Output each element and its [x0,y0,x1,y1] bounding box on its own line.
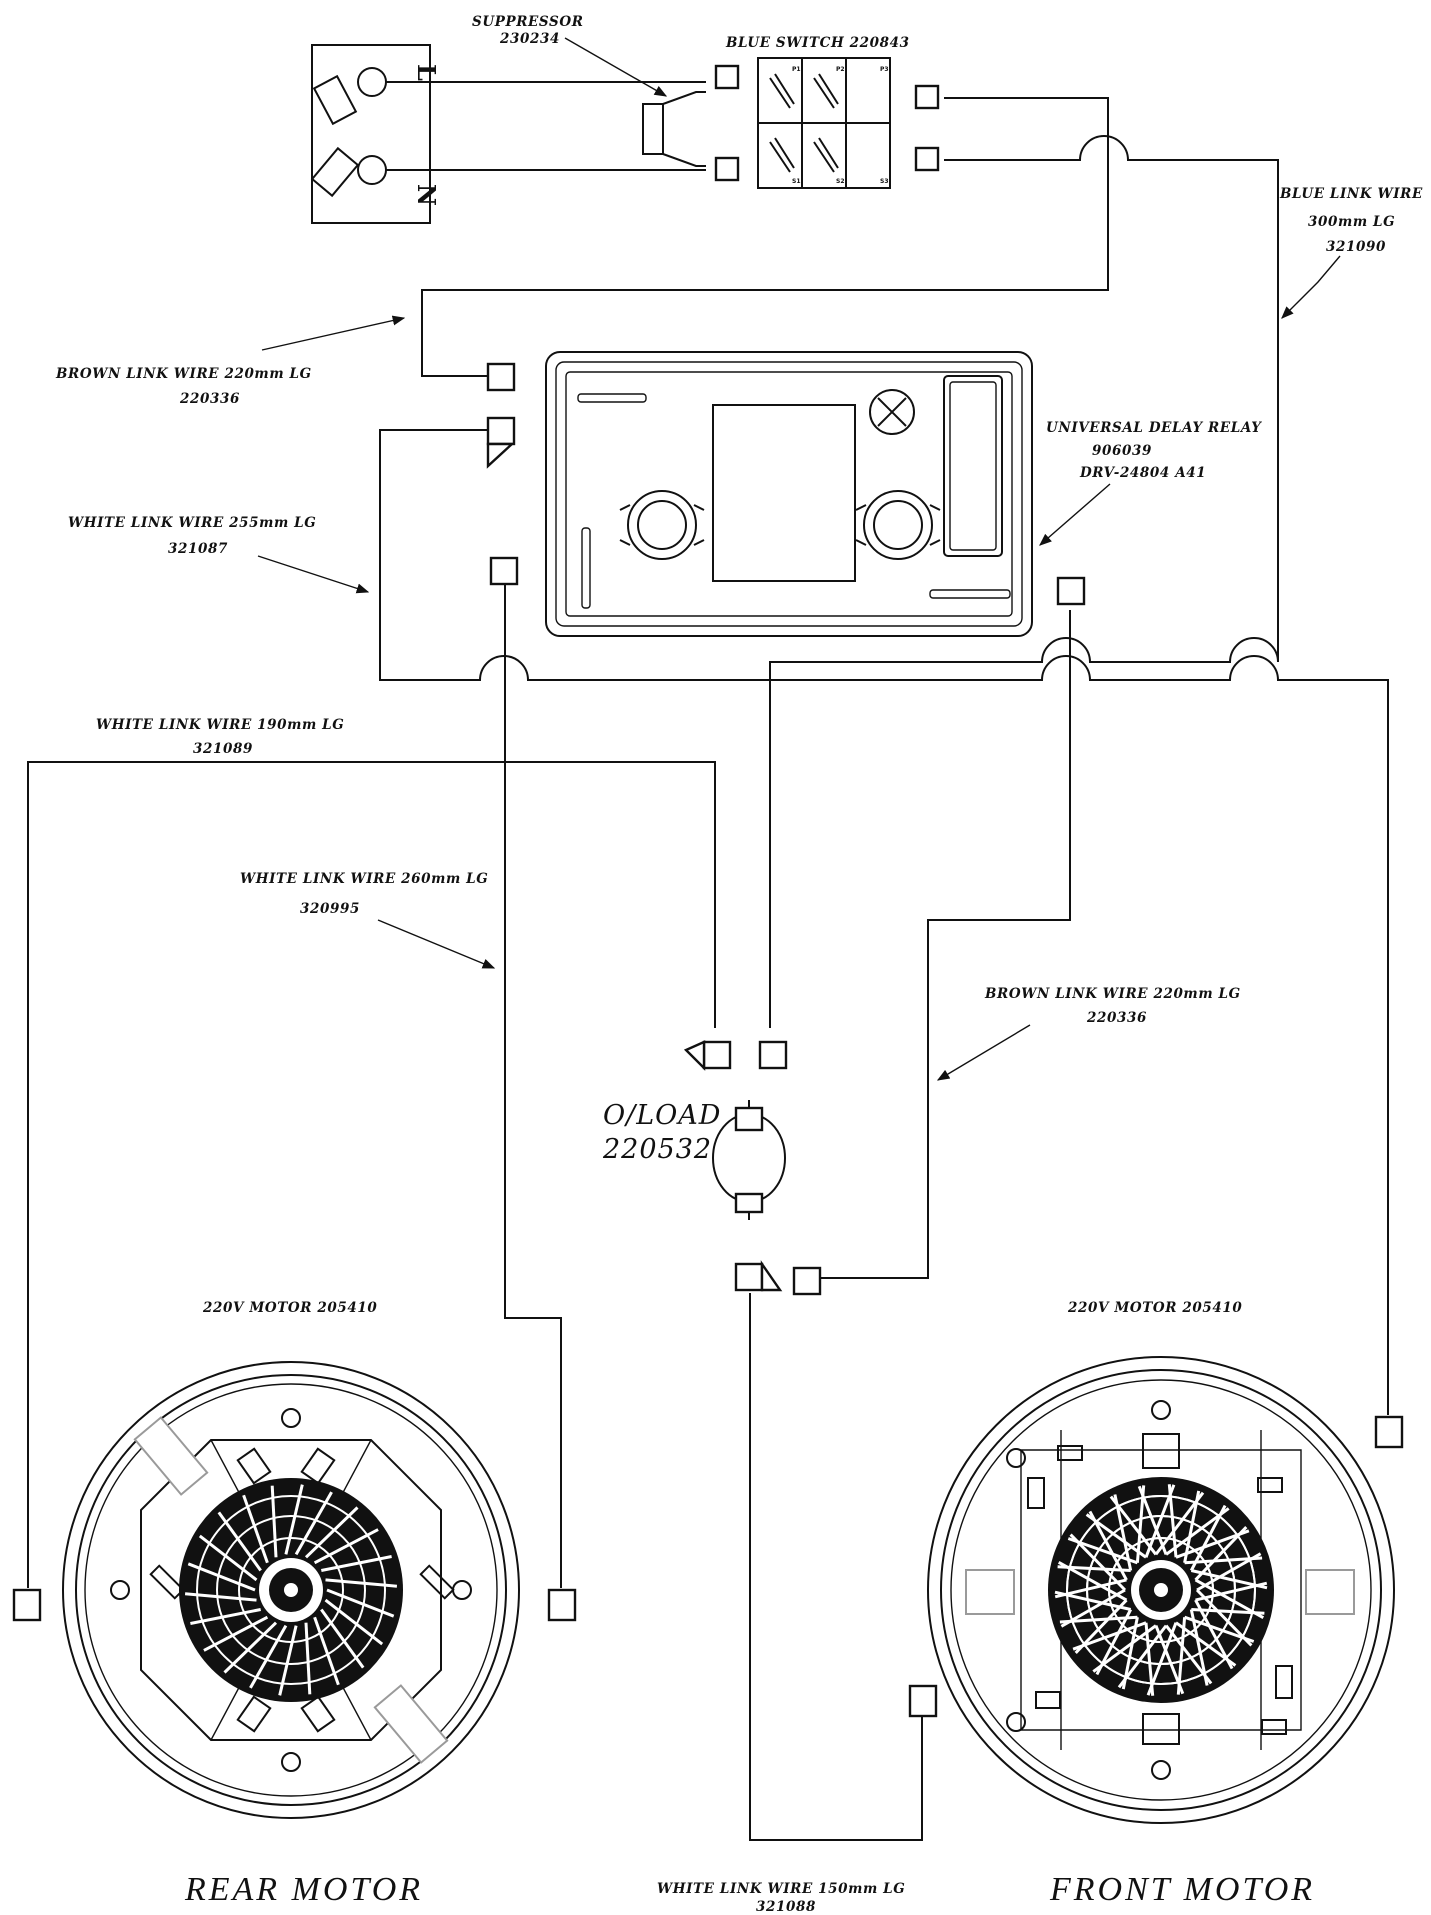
fan-ring [216,1515,366,1665]
terminals [12,64,1404,1718]
brown-link-wire-mid-label: BROWN LINK WIRE 220mm LG 220336 [984,986,1241,1026]
switch-terminal-s3: S3 [880,178,889,185]
delay-relay-arrow [1039,483,1111,546]
svg-text:906039: 906039 [1092,443,1152,459]
svg-text:UNIVERSAL DELAY RELAY: UNIVERSAL DELAY RELAY [1046,420,1262,436]
svg-text:300mm LG: 300mm LG [1308,214,1395,230]
svg-text:321088: 321088 [756,1899,816,1915]
blue-switch-label: BLUE SWITCH 220843 [725,35,910,51]
white-wire-150-label: WHITE LINK WIRE 150mm LG 321088 [657,1881,905,1915]
brown-link-wire-top-label: BROWN LINK WIRE 220mm LG 220336 [55,366,312,407]
fan-ring [196,1495,386,1685]
white-wire-260-label: WHITE LINK WIRE 260mm LG 320995 [240,871,488,917]
svg-text:230234: 230234 [499,31,560,47]
live-label: L [412,64,441,81]
fan-ring [1108,1537,1214,1643]
neutral-label: N [412,184,441,206]
svg-text:WHITE LINK WIRE 150mm LG: WHITE LINK WIRE 150mm LG [657,1881,905,1897]
svg-text:DRV-24804 A41: DRV-24804 A41 [1079,465,1206,481]
fan-ring [1086,1515,1236,1665]
svg-text:SUPPRESSOR: SUPPRESSOR [472,14,584,30]
brown-link-wire-mid-arrow [936,1024,1031,1081]
svg-text:220336: 220336 [1086,1010,1147,1026]
svg-text:WHITE LINK WIRE 255mm LG: WHITE LINK WIRE 255mm LG [68,515,316,531]
suppressor-arrow [564,37,668,97]
blue-switch: P1 P2 P3 S1 S2 S3 [757,57,891,189]
front-motor-spec: 220V MOTOR 205410 [1067,1300,1242,1316]
overload-label: O/LOAD 220532 [602,1100,721,1165]
svg-text:321087: 321087 [168,541,228,557]
fan-ring [1066,1495,1256,1685]
suppressor-label: SUPPRESSOR 230234 [472,14,584,47]
blue-link-wire-arrow [1281,255,1341,319]
switch-terminal-p2: P2 [836,66,845,73]
svg-text:321090: 321090 [1326,239,1386,255]
switch-terminal-s1: S1 [792,178,801,185]
rear-motor [62,1361,520,1819]
brown-link-wire-top-arrow [261,315,406,351]
svg-text:O/LOAD: O/LOAD [603,1100,721,1131]
svg-text:WHITE LINK WIRE 190mm LG: WHITE LINK WIRE 190mm LG [96,717,344,733]
fan-ring [238,1537,344,1643]
white-wire-255-label: WHITE LINK WIRE 255mm LG 321087 [68,515,316,557]
white-wire-190-label: WHITE LINK WIRE 190mm LG 321089 [96,717,344,757]
overload-device [712,1106,786,1214]
switch-terminal-p1: P1 [792,66,801,73]
switch-terminal-p3: P3 [880,66,889,73]
svg-text:320995: 320995 [300,901,360,917]
switch-terminal-s2: S2 [836,178,845,185]
svg-text:WHITE LINK WIRE 260mm LG: WHITE LINK WIRE 260mm LG [240,871,488,887]
svg-text:BROWN LINK WIRE 220mm LG: BROWN LINK WIRE 220mm LG [55,366,312,382]
svg-text:321089: 321089 [193,741,253,757]
rear-motor-spec: 220V MOTOR 205410 [202,1300,377,1316]
suppressor [642,91,706,167]
front-motor-title: FRONT MOTOR [1049,1871,1315,1908]
rear-motor-title: REAR MOTOR [184,1871,423,1908]
svg-text:BLUE LINK WIRE: BLUE LINK WIRE [1279,186,1423,202]
white-wire-260-arrow [377,919,496,969]
svg-text:BROWN LINK WIRE 220mm LG: BROWN LINK WIRE 220mm LG [984,986,1241,1002]
blue-link-wire-label: BLUE LINK WIRE 300mm LG 321090 [1279,186,1423,255]
delay-relay-label: UNIVERSAL DELAY RELAY 906039 DRV-24804 A… [1046,420,1262,481]
svg-text:220336: 220336 [179,391,240,407]
universal-delay-relay [545,351,1033,637]
front-motor [927,1356,1395,1824]
white-wire-255-arrow [257,555,370,594]
svg-text:220532: 220532 [602,1134,712,1165]
power-socket: L N [310,44,441,224]
